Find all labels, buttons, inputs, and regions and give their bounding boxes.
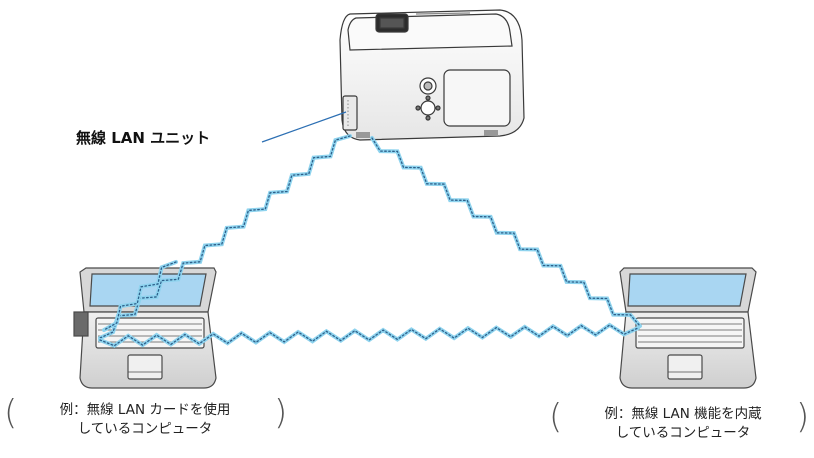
- right-caption-line2: しているコンピュータ: [615, 425, 751, 441]
- right-caption-line1: 例：無線 LAN 機能を内蔵: [604, 406, 762, 422]
- projector-icon: [339, 9, 525, 141]
- right-close-paren: ): [796, 397, 810, 437]
- left-caption-line2: しているコンピュータ: [77, 421, 213, 437]
- left-computer-caption: 例：無線 LAN カードを使用 しているコンピュータ: [14, 401, 276, 439]
- left-open-paren: (: [4, 393, 18, 433]
- signal-projector-left-glow: [98, 134, 352, 340]
- wireless-signal-waves: [98, 134, 642, 348]
- signal-projector-right-glow: [370, 136, 642, 328]
- signal-left-right: [99, 324, 639, 347]
- right-computer-caption: 例：無線 LAN 機能を内蔵 しているコンピュータ: [558, 405, 808, 443]
- signal-projector-left: [99, 135, 351, 339]
- left-caption-line1: 例：無線 LAN カードを使用: [59, 402, 231, 418]
- signal-projector-right: [371, 137, 641, 327]
- signal-left-card: [103, 261, 177, 331]
- right-open-paren: (: [549, 397, 563, 437]
- right-laptop-icon: [619, 267, 757, 389]
- left-close-paren: ): [274, 393, 288, 433]
- wireless-lan-unit-label: 無線 LAN ユニット: [76, 129, 211, 147]
- leader-line: [261, 111, 347, 143]
